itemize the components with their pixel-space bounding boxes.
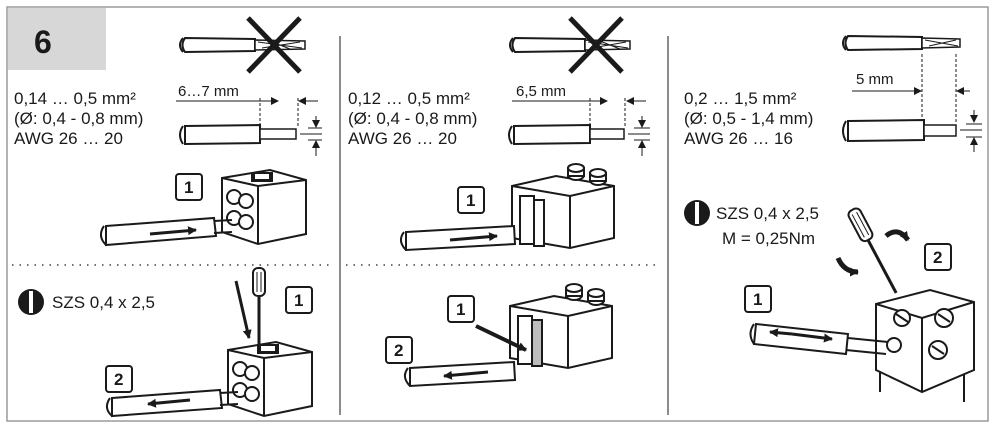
terminal-block-push-in (221, 168, 307, 246)
wire-stripped (842, 110, 982, 152)
press-arrow (234, 280, 252, 339)
wire-insert (400, 224, 517, 252)
spec-diameter: (Ø: 0,5 - 1,4 mm) (684, 109, 813, 128)
tool-label: SZS 0,4 x 2,5 (52, 293, 155, 312)
step-badge-1b: 1 (447, 295, 475, 323)
svg-text:1: 1 (466, 191, 475, 210)
wire-stranded-ok (842, 34, 961, 52)
wire-stranded-not-allowed (509, 16, 631, 74)
screwdriver (252, 267, 266, 344)
step-number-tab: 6 (8, 8, 106, 70)
step-badge-2: 2 (105, 365, 133, 393)
tool-callout: SZS 0,4 x 2,5 (18, 289, 155, 315)
spec-diameter: (Ø: 0,4 - 0,8 mm) (14, 109, 143, 128)
panel-3: 0,2 … 1,5 mm² (Ø: 0,5 - 1,4 mm) AWG 26 …… (684, 34, 982, 402)
terminal-block-pluggable-release (509, 283, 613, 370)
step-badge-2: 2 (924, 243, 952, 271)
svg-text:1: 1 (184, 178, 193, 197)
panel-1: 0,14 … 0,5 mm² (Ø: 0,4 - 0,8 mm) AWG 26 … (14, 16, 322, 418)
screwdriver (847, 207, 898, 294)
wire-stripped (508, 116, 650, 156)
wire-stripped (179, 116, 322, 156)
rotate-arrow-ccw (835, 256, 859, 277)
wire-stranded-not-allowed (179, 16, 306, 74)
svg-text:2: 2 (394, 341, 403, 360)
step-badge-1: 1 (175, 173, 203, 201)
strip-length-label: 6,5 mm (516, 83, 566, 100)
terminal-block-release (227, 340, 313, 418)
spec-cross-section: 0,14 … 0,5 mm² (14, 89, 136, 108)
step-badge-1: 1 (457, 186, 485, 214)
push-arrow (449, 232, 498, 242)
press-arrow (475, 324, 527, 352)
step-badge-2: 2 (385, 336, 413, 364)
wire-insert-remove (749, 322, 889, 356)
svg-text:1: 1 (294, 291, 303, 310)
spec-awg: AWG 26 … 20 (348, 129, 457, 148)
bidirectional-arrow (769, 328, 793, 338)
spec-awg: AWG 26 … 20 (14, 129, 123, 148)
wire-pull-out (404, 360, 517, 388)
pull-arrow (443, 370, 489, 380)
svg-text:1: 1 (456, 300, 465, 319)
wire-pull-out (106, 388, 239, 418)
strip-length-label: 5 mm (856, 71, 894, 88)
terminal-block-screw (875, 288, 975, 402)
strip-length-label: 6…7 mm (178, 83, 239, 100)
step-number: 6 (34, 24, 52, 60)
step-badge-1b: 1 (285, 286, 313, 314)
tool-callout: SZS 0,4 x 2,5 M = 0,25Nm (684, 200, 819, 248)
spec-diameter: (Ø: 0,4 - 0,8 mm) (348, 109, 477, 128)
panel-2: 0,12 … 0,5 mm² (Ø: 0,4 - 0,8 mm) AWG 26 … (348, 16, 650, 388)
outer-frame (6, 6, 989, 422)
svg-text:2: 2 (114, 370, 123, 389)
terminal-block-pluggable (511, 163, 615, 250)
svg-text:1: 1 (753, 290, 762, 309)
push-arrow (149, 226, 197, 236)
wire-insert (100, 216, 233, 247)
spec-cross-section: 0,2 … 1,5 mm² (684, 89, 797, 108)
svg-text:2: 2 (933, 248, 942, 267)
rotate-arrow-cw (884, 229, 911, 242)
tool-label: SZS 0,4 x 2,5 (716, 204, 819, 223)
step-badge-1: 1 (744, 285, 772, 313)
spec-awg: AWG 26 … 16 (684, 129, 793, 148)
torque-label: M = 0,25Nm (722, 229, 815, 248)
spec-cross-section: 0,12 … 0,5 mm² (348, 89, 470, 108)
pull-arrow (147, 398, 191, 408)
